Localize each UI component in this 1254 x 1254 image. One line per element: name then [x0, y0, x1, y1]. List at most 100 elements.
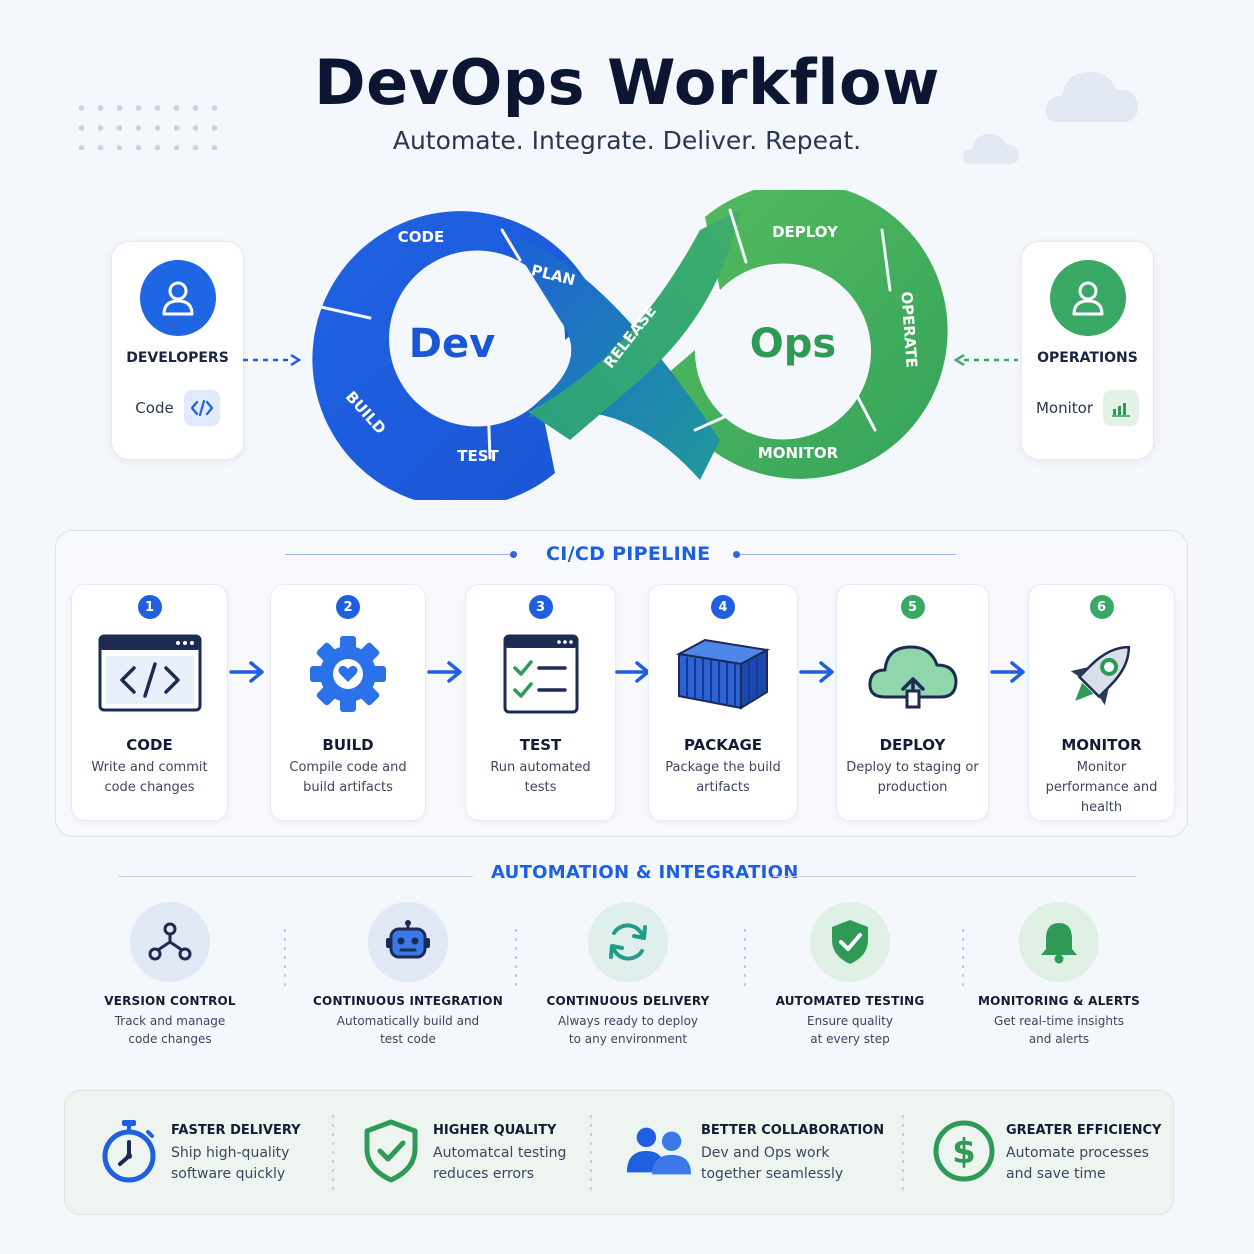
divider: [284, 926, 286, 986]
benefit-better-collaboration: BETTER COLLABORATION Dev and Ops work to…: [625, 1115, 885, 1190]
loop-segment-monitor: MONITOR: [758, 444, 839, 462]
step-name: PACKAGE: [683, 736, 763, 754]
pipeline-title: CI/CD PIPELINE: [546, 543, 711, 565]
ops-connector-arrow: [953, 353, 1018, 367]
step-number: 4: [711, 595, 735, 619]
dot-grid-decoration: [72, 98, 227, 150]
loop-segment-deploy: DEPLOY: [772, 223, 839, 241]
step-description: Compile code and build artifacts: [289, 760, 407, 795]
automation-description: at every step: [810, 1032, 890, 1046]
dev-connector-arrow: [243, 353, 302, 367]
divider: [332, 1112, 334, 1192]
benefit-faster-delivery: FASTER DELIVERY Ship high-quality softwa…: [95, 1115, 325, 1190]
pipeline-step-build: 2 BUILD Compile code and build artifacts: [270, 584, 426, 821]
step-name: MONITOR: [1061, 736, 1142, 754]
step-number: 5: [900, 595, 925, 619]
container-icon: [649, 629, 797, 719]
benefit-description: Automatcal testing reduces errors: [433, 1145, 567, 1182]
user-icon: [140, 260, 216, 336]
automation-description: Ensure quality: [807, 1014, 893, 1028]
divider: [902, 1112, 904, 1192]
operations-card: OPERATIONS Monitor: [1021, 241, 1154, 460]
arrow-right-icon: [799, 661, 834, 683]
code-brackets-icon: [183, 390, 220, 426]
automation-description: test code: [380, 1032, 436, 1046]
loop-segment-operate: OPERATE: [897, 291, 920, 369]
step-name: CODE: [126, 736, 173, 754]
cloud-upload-icon: [837, 629, 988, 719]
benefit-name: FASTER DELIVERY: [171, 1123, 301, 1138]
stopwatch-icon: [95, 1115, 163, 1187]
rocket-icon: [1029, 629, 1174, 719]
robot-icon: [368, 902, 448, 982]
sync-icon: [588, 902, 668, 982]
developers-label: DEVELOPERS: [126, 350, 229, 366]
pipeline-step-code: 1 CODE Write and commit code changes: [71, 584, 228, 821]
divider-dot: [733, 551, 740, 558]
automation-name: VERSION CONTROL: [104, 994, 236, 1008]
automation-description: Always ready to deploy: [557, 1014, 699, 1028]
pipeline-step-test: 3 TEST Run automated tests: [465, 584, 616, 821]
automation-description: Track and manage: [114, 1014, 226, 1028]
bar-chart-icon: [1103, 390, 1140, 426]
divider: [590, 1112, 592, 1192]
benefits-panel: [64, 1090, 1174, 1215]
divider: [740, 554, 956, 555]
arrow-right-icon: [427, 661, 462, 683]
loop-ops-label: Ops: [750, 321, 836, 367]
step-number: 2: [336, 595, 360, 619]
automation-name: CONTINUOUS INTEGRATION: [313, 994, 503, 1008]
bell-icon: [1019, 902, 1099, 982]
step-name: DEPLOY: [879, 736, 946, 754]
divider: [962, 926, 964, 986]
step-name: TEST: [519, 736, 562, 754]
benefit-name: HIGHER QUALITY: [433, 1123, 557, 1138]
automation-name: MONITORING & ALERTS: [978, 994, 1140, 1008]
checklist-icon: [466, 629, 615, 719]
divider: [285, 554, 511, 555]
loop-segment-test: TEST: [457, 447, 499, 465]
branch-icon: [130, 902, 210, 982]
step-description: Write and commit code changes: [91, 760, 208, 795]
divider: [515, 926, 517, 986]
arrow-right-icon: [229, 661, 264, 683]
cloud-decoration-icon: [962, 134, 1019, 164]
pipeline-step-monitor: 6 MONITOR Monitor performance and health: [1028, 584, 1175, 821]
team-icon: [625, 1115, 693, 1187]
page-title: DevOps Workflow: [314, 46, 940, 119]
divider: [773, 876, 1136, 877]
benefit-description: Automate processes and save time: [1006, 1145, 1149, 1182]
automation-description: code changes: [128, 1032, 212, 1046]
cloud-decoration-icon: [1045, 72, 1138, 122]
automation-description: Get real-time insights: [994, 1014, 1124, 1028]
shield-check-icon: [810, 902, 890, 982]
automation-description: Automatically build and: [336, 1014, 480, 1028]
developers-card: DEVELOPERS Code: [111, 241, 244, 460]
step-number: 1: [137, 595, 162, 619]
benefit-description: Dev and Ops work together seamlessly: [701, 1145, 844, 1182]
benefit-name: GREATER EFFICIENCY: [1006, 1123, 1162, 1138]
loop-segment-code: CODE: [398, 228, 444, 246]
page-subtitle: Automate. Integrate. Deliver. Repeat.: [392, 126, 862, 155]
loop-dev-label: Dev: [409, 321, 495, 367]
automation-name: CONTINUOUS DELIVERY: [546, 994, 710, 1008]
step-description: Package the build artifacts: [665, 760, 781, 795]
gear-icon: [271, 629, 425, 719]
step-description: Run automated tests: [490, 760, 591, 795]
pipeline-step-package: 4 PACKAGE Package the build artifacts: [648, 584, 798, 821]
benefit-name: BETTER COLLABORATION: [701, 1123, 885, 1138]
cicd-pipeline-panel: [55, 530, 1188, 837]
divider-dot: [510, 551, 517, 558]
benefit-greater-efficiency: $ GREATER EFFICIENCY Automate processes …: [930, 1115, 1170, 1190]
devops-infinity-loop: CODE PLAN BUILD TEST RELEASE DEPLOY OPER…: [310, 190, 948, 500]
step-number: 6: [1089, 595, 1114, 619]
step-number: 3: [528, 595, 553, 619]
step-description: Deploy to staging or production: [846, 760, 979, 795]
pipeline-step-deploy: 5 DEPLOY Deploy to staging or production: [836, 584, 989, 821]
shield-check-icon: [357, 1115, 425, 1187]
automation-description: to any environment: [568, 1032, 688, 1046]
user-icon: [1050, 260, 1126, 336]
step-name: BUILD: [322, 736, 374, 754]
operations-label: OPERATIONS: [1037, 350, 1138, 366]
automation-name: AUTOMATED TESTING: [775, 994, 925, 1008]
